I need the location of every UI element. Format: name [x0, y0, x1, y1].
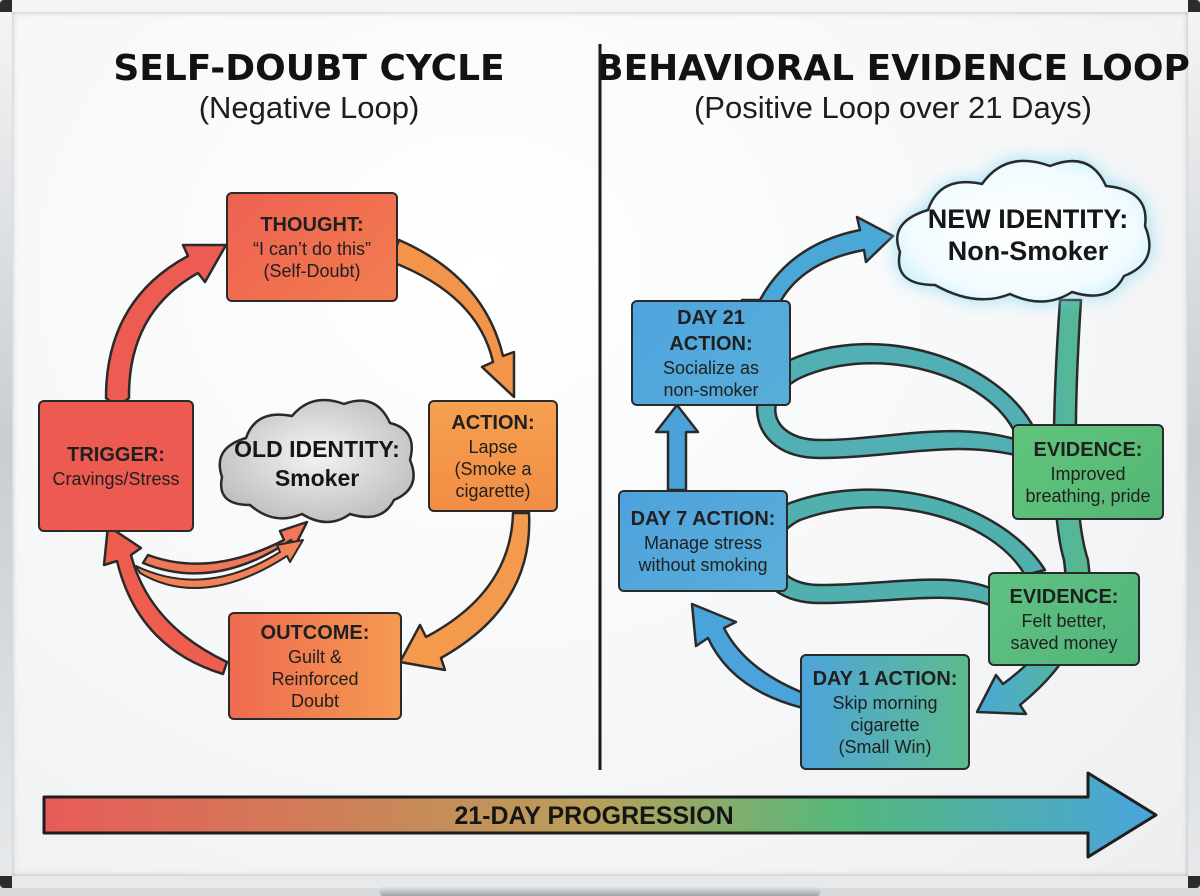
action-text: Lapse (Smoke a cigarette) [454, 437, 532, 501]
old-identity-cloud [218, 398, 415, 524]
new-identity-text: Non-Smoker [947, 236, 1109, 266]
evidence-bottom-box: EVIDENCE: Felt better, saved money [988, 572, 1140, 666]
outcome-text: Guilt & Reinforced Doubt [271, 647, 359, 711]
day7-text: Manage stress without smoking [638, 533, 768, 575]
right-heading: BEHAVIORAL EVIDENCE LOOP [596, 48, 1190, 89]
old-identity-text: Smoker [274, 465, 360, 491]
arrow-thought-to-action [390, 238, 516, 399]
loop-day21-evidence [755, 342, 1037, 460]
trigger-title: TRIGGER: [67, 444, 165, 466]
marker-tray [380, 886, 820, 896]
action-box: ACTION: Lapse (Smoke a cigarette) [428, 400, 558, 512]
arrow-day7-to-day21 [654, 403, 700, 492]
right-subheading: (Positive Loop over 21 Days) [694, 90, 1092, 125]
old-identity-label: OLD IDENTITY: Smoker [226, 435, 408, 493]
day1-title: DAY 1 ACTION: [812, 668, 958, 690]
day21-title: DAY 21 ACTION: [669, 307, 753, 355]
evidence-top-text: Improved breathing, pride [1025, 464, 1151, 506]
trigger-box: TRIGGER: Cravings/Stress [38, 400, 194, 532]
old-identity-title: OLD IDENTITY: [234, 436, 400, 462]
frame-corner-bottom-left [0, 876, 12, 888]
left-subheading: (Negative Loop) [199, 90, 420, 125]
left-heading: SELF-DOUBT CYCLE [113, 48, 504, 89]
arrow-day21-to-identity [740, 215, 895, 308]
thought-title: THOUGHT: [260, 214, 364, 236]
day21-text: Socialize as non-smoker [662, 358, 760, 400]
new-identity-label: NEW IDENTITY: Non-Smoker [910, 203, 1146, 267]
frame-corner-top-left [0, 0, 12, 12]
evidence-bottom-title: EVIDENCE: [1009, 586, 1119, 608]
arrow-trigger-to-identity [141, 520, 309, 575]
day1-text: Skip morning cigarette (Small Win) [832, 693, 938, 757]
arrow-outcome-to-identity [135, 539, 304, 589]
frame-corner-bottom-right [1188, 876, 1200, 888]
frame-corner-top-right [1188, 0, 1200, 12]
thought-text: “I can’t do this” (Self-Doubt) [252, 239, 372, 281]
arrow-outcome-to-trigger [102, 524, 229, 676]
day21-action-box: DAY 21 ACTION: Socialize as non-smoker [631, 300, 791, 406]
day7-title: DAY 7 ACTION: [630, 508, 776, 530]
new-identity-cloud [895, 159, 1151, 303]
arrow-day1-to-day7 [690, 602, 808, 710]
thought-box: THOUGHT: “I can’t do this” (Self-Doubt) [226, 192, 398, 302]
day1-action-box: DAY 1 ACTION: Skip morning cigarette (Sm… [800, 654, 970, 770]
arrow-action-to-outcome [398, 511, 531, 672]
evidence-top-title: EVIDENCE: [1033, 439, 1143, 461]
action-title: ACTION: [451, 412, 535, 434]
new-identity-title: NEW IDENTITY: [927, 204, 1129, 234]
evidence-top-box: EVIDENCE: Improved breathing, pride [1012, 424, 1164, 520]
outcome-title: OUTCOME: [260, 622, 370, 644]
evidence-bottom-text: Felt better, saved money [1010, 611, 1118, 653]
progression-arrow [42, 771, 1158, 859]
outcome-box: OUTCOME: Guilt & Reinforced Doubt [228, 612, 402, 720]
progression-label: 21-DAY PROGRESSION [454, 802, 734, 830]
arrow-trigger-to-thought [104, 243, 228, 404]
loop-day7-evidence [755, 488, 1047, 607]
day7-action-box: DAY 7 ACTION: Manage stress without smok… [618, 490, 788, 592]
trigger-text: Cravings/Stress [52, 469, 180, 489]
